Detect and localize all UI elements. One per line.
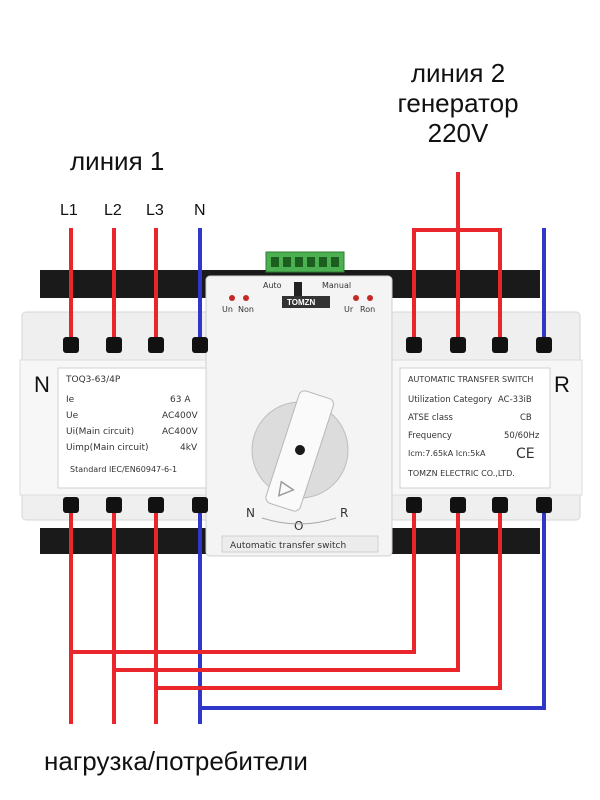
- load-label: нагрузка/потребители: [44, 746, 308, 776]
- model-text: TOQ3-63/4P: [65, 375, 121, 385]
- indicator-ron: Ron: [360, 305, 375, 314]
- spec-val: 4kV: [180, 443, 198, 453]
- knob-label-n: N: [246, 506, 255, 520]
- spec-key: Frequency: [408, 431, 452, 441]
- spec-val: CB: [520, 413, 532, 423]
- indicator-led: [353, 295, 359, 301]
- side-label-r: R: [554, 372, 570, 397]
- indicator-un: Un: [222, 305, 233, 314]
- knob-label-r: R: [340, 506, 348, 520]
- terminal-label-l1: L1: [60, 202, 78, 219]
- brand-badge: [282, 296, 330, 308]
- spec-key: Ue: [66, 411, 79, 421]
- center-module: Automatic transfer switch Auto Manual TO…: [205, 251, 393, 557]
- spec-val: AC400V: [162, 411, 198, 421]
- voltage-label: 220V: [428, 118, 489, 148]
- bottom-terminals: [63, 497, 552, 513]
- side-label-n: N: [34, 372, 50, 397]
- standard-text: Standard IEC/EN60947-6-1: [70, 465, 177, 474]
- plate-title: AUTOMATIC TRANSFER SWITCH: [408, 375, 533, 384]
- line1-wires: [69, 228, 202, 345]
- line2-label: линия 2: [411, 58, 505, 88]
- maker-text: TOMZN ELECTRIC CO.,LTD.: [407, 469, 515, 478]
- indicator-ur: Ur: [344, 305, 354, 314]
- spec-key: ATSE class: [408, 413, 453, 423]
- mode-switch[interactable]: [294, 282, 302, 296]
- mode-manual-label: Manual: [322, 281, 351, 290]
- line2-wires: [412, 172, 546, 345]
- right-info-plate: [399, 367, 551, 489]
- spec-val: AC-33iB: [498, 395, 532, 405]
- top-terminals: [63, 337, 552, 353]
- spec-val: AC400V: [162, 427, 198, 437]
- generator-label: генератор: [397, 88, 518, 118]
- line1-label: линия 1: [70, 146, 164, 176]
- bottom-caption: Automatic transfer switch: [230, 541, 346, 551]
- spec-key: Icm:7.65kA Icn:5kA: [408, 449, 486, 458]
- knob-label-o: O: [294, 519, 303, 533]
- indicator-led: [367, 295, 373, 301]
- spec-val: 63 A: [170, 395, 191, 405]
- spec-key: Utilization Category: [408, 395, 492, 405]
- terminal-label-l2: L2: [104, 202, 122, 219]
- load-wires: [69, 505, 546, 724]
- brand-text: TOMZN: [287, 298, 316, 307]
- ce-mark: CE: [516, 446, 535, 462]
- indicator-led: [229, 295, 235, 301]
- terminal-label-l3: L3: [146, 202, 164, 219]
- mode-auto-label: Auto: [263, 281, 282, 290]
- terminal-label-n: N: [194, 202, 206, 219]
- left-info-plate: [57, 367, 207, 489]
- indicator-led: [243, 295, 249, 301]
- right-module: R AUTOMATIC TRANSFER SWITCH Utilization …: [389, 311, 583, 521]
- indicator-non: Non: [238, 305, 254, 314]
- spec-val: 50/60Hz: [504, 431, 540, 441]
- spec-key: Ui(Main circuit): [66, 427, 134, 437]
- spec-key: Ie: [66, 395, 75, 405]
- rotary-handle[interactable]: [264, 389, 335, 512]
- spec-key: Uimp(Main circuit): [66, 443, 149, 453]
